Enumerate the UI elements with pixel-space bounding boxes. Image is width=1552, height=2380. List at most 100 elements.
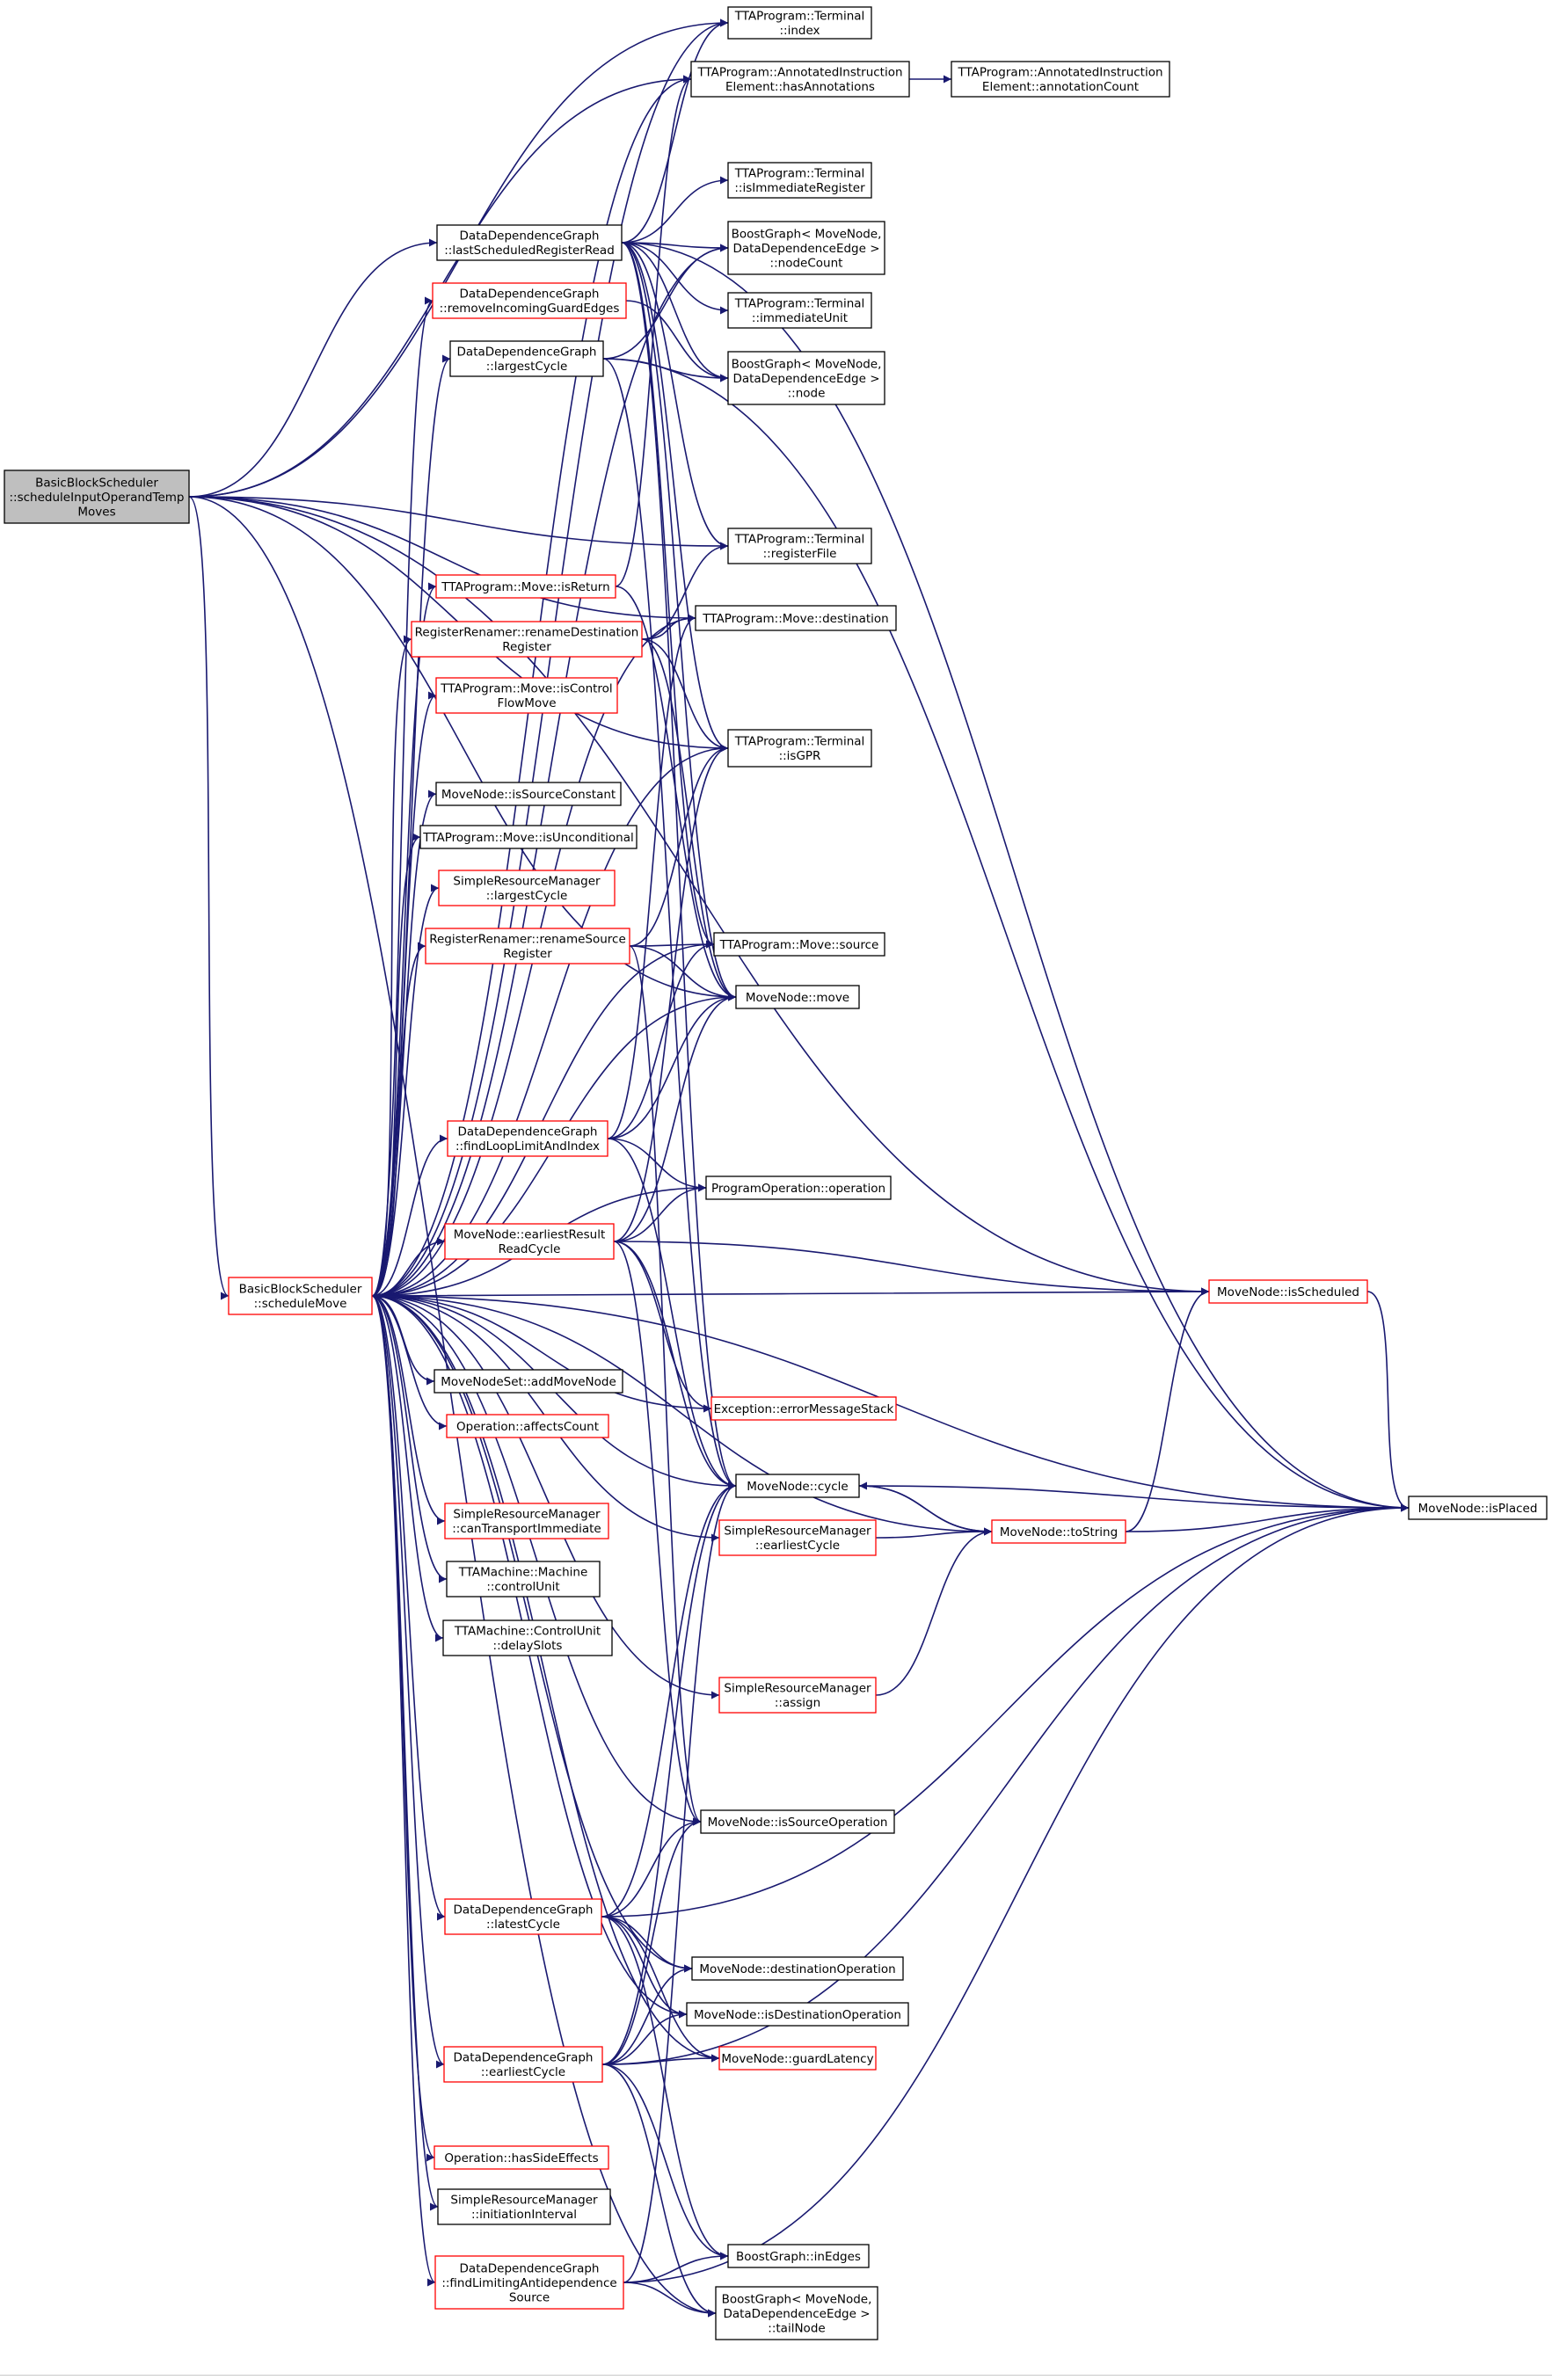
node-box[interactable] xyxy=(718,1677,877,1714)
node-hasAnn[interactable]: TTAProgram::AnnotatedInstructionElement:… xyxy=(690,61,910,98)
node-findLimAnti[interactable]: DataDependenceGraph::findLimitingAntidep… xyxy=(434,2255,624,2310)
node-box[interactable] xyxy=(951,61,1170,98)
node-errStack[interactable]: Exception::errorMessageStack xyxy=(710,1396,897,1421)
node-bgInEdges[interactable]: BoostGraph::inEdges xyxy=(727,2244,870,2268)
node-box[interactable] xyxy=(434,2255,624,2310)
node-bgNodeCount[interactable]: BoostGraph< MoveNode,DataDependenceEdge … xyxy=(727,221,885,275)
node-box[interactable] xyxy=(444,1898,602,1935)
node-box[interactable] xyxy=(434,1369,623,1394)
node-initInterval[interactable]: SimpleResourceManager::initiationInterva… xyxy=(437,2188,611,2225)
node-box[interactable] xyxy=(443,2046,603,2083)
node-tRegFile[interactable]: TTAProgram::Terminal::registerFile xyxy=(727,528,872,564)
node-box[interactable] xyxy=(435,677,618,714)
node-box[interactable] xyxy=(435,574,616,599)
node-controlUnit[interactable]: TTAMachine::Machine::controlUnit xyxy=(446,1561,601,1598)
node-box[interactable] xyxy=(718,2046,877,2071)
node-moveDest[interactable]: TTAProgram::Move::destination xyxy=(695,605,897,631)
node-isSrcOp[interactable]: MoveNode::isSourceOperation xyxy=(700,1809,895,1834)
node-box[interactable] xyxy=(446,1414,609,1438)
node-box[interactable] xyxy=(435,782,622,806)
node-srmAssign[interactable]: SimpleResourceManager::assign xyxy=(718,1677,877,1714)
node-box[interactable] xyxy=(437,2188,611,2225)
node-box[interactable] xyxy=(718,1519,877,1556)
node-canTransport[interactable]: SimpleResourceManager::canTransportImmed… xyxy=(444,1503,609,1539)
node-box[interactable] xyxy=(727,6,872,40)
node-toString[interactable]: MoveNode::toString xyxy=(991,1519,1126,1544)
node-mnCycle[interactable]: MoveNode::cycle xyxy=(735,1474,860,1498)
node-box[interactable] xyxy=(705,1175,892,1200)
node-box[interactable] xyxy=(727,221,885,275)
node-box[interactable] xyxy=(432,282,627,319)
node-findLoop[interactable]: DataDependenceGraph::findLoopLimitAndInd… xyxy=(447,1120,608,1157)
node-box[interactable] xyxy=(425,928,630,964)
node-box[interactable] xyxy=(727,528,872,564)
node-box[interactable] xyxy=(442,1619,613,1656)
node-destOp[interactable]: MoveNode::destinationOperation xyxy=(691,1956,904,1981)
node-box[interactable] xyxy=(735,1474,860,1498)
node-schedMove[interactable]: BasicBlockScheduler::scheduleMove xyxy=(228,1277,373,1315)
node-bgNode[interactable]: BoostGraph< MoveNode,DataDependenceEdge … xyxy=(727,351,885,405)
node-tImmUnit[interactable]: TTAProgram::Terminal::immediateUnit xyxy=(727,292,872,329)
node-box[interactable] xyxy=(1208,1279,1368,1304)
node-box[interactable] xyxy=(228,1277,373,1315)
node-renDest[interactable]: RegisterRenamer::renameDestinationRegist… xyxy=(411,621,643,658)
node-box[interactable] xyxy=(727,2244,870,2268)
node-isSrcConst[interactable]: MoveNode::isSourceConstant xyxy=(435,782,622,806)
node-box[interactable] xyxy=(436,224,623,261)
node-box[interactable] xyxy=(434,2145,609,2170)
node-tIndex[interactable]: TTAProgram::Terminal::index xyxy=(727,6,872,40)
node-box[interactable] xyxy=(4,469,190,524)
node-box[interactable] xyxy=(438,870,616,906)
node-box[interactable] xyxy=(446,1561,601,1598)
node-moveSrc[interactable]: TTAProgram::Move::source xyxy=(713,932,885,957)
node-box[interactable] xyxy=(1408,1496,1548,1520)
node-box[interactable] xyxy=(700,1809,895,1834)
node-annCount[interactable]: TTAProgram::AnnotatedInstructionElement:… xyxy=(951,61,1170,98)
node-srmLargest[interactable]: SimpleResourceManager::largestCycle xyxy=(438,870,616,906)
node-earliestCyc[interactable]: DataDependenceGraph::earliestCycle xyxy=(443,2046,603,2083)
node-affectsCount[interactable]: Operation::affectsCount xyxy=(446,1414,609,1438)
node-tIsGPR[interactable]: TTAProgram::Terminal::isGPR xyxy=(727,729,872,768)
node-hasSideEff[interactable]: Operation::hasSideEffects xyxy=(434,2145,609,2170)
node-box[interactable] xyxy=(735,985,860,1009)
node-isReturn[interactable]: TTAProgram::Move::isReturn xyxy=(435,574,616,599)
node-mnMove[interactable]: MoveNode::move xyxy=(735,985,860,1009)
node-isUncond[interactable]: TTAProgram::Move::isUnconditional xyxy=(419,825,638,849)
node-box[interactable] xyxy=(710,1396,897,1421)
node-box[interactable] xyxy=(727,162,872,199)
node-box[interactable] xyxy=(444,1223,615,1260)
node-delaySlots[interactable]: TTAMachine::ControlUnit::delaySlots xyxy=(442,1619,613,1656)
node-isDestOp[interactable]: MoveNode::isDestinationOperation xyxy=(686,2002,909,2027)
node-box[interactable] xyxy=(695,605,897,631)
node-box[interactable] xyxy=(444,1503,609,1539)
node-srmEarliest[interactable]: SimpleResourceManager::earliestCycle xyxy=(718,1519,877,1556)
node-box[interactable] xyxy=(713,932,885,957)
node-isScheduled[interactable]: MoveNode::isScheduled xyxy=(1208,1279,1368,1304)
node-box[interactable] xyxy=(727,729,872,768)
node-box[interactable] xyxy=(411,621,643,658)
node-box[interactable] xyxy=(447,1120,608,1157)
node-isPlaced[interactable]: MoveNode::isPlaced xyxy=(1408,1496,1548,1520)
node-box[interactable] xyxy=(991,1519,1126,1544)
node-box[interactable] xyxy=(419,825,638,849)
node-bgTailNode[interactable]: BoostGraph< MoveNode,DataDependenceEdge … xyxy=(715,2286,878,2340)
node-box[interactable] xyxy=(690,61,910,98)
node-box[interactable] xyxy=(686,2002,909,2027)
node-box[interactable] xyxy=(715,2286,878,2340)
node-latestCycle[interactable]: DataDependenceGraph::latestCycle xyxy=(444,1898,602,1935)
node-box[interactable] xyxy=(691,1956,904,1981)
node-box[interactable] xyxy=(449,340,604,377)
node-guardLat[interactable]: MoveNode::guardLatency xyxy=(718,2046,877,2071)
node-box[interactable] xyxy=(727,351,885,405)
node-progOp[interactable]: ProgramOperation::operation xyxy=(705,1175,892,1200)
node-box[interactable] xyxy=(727,292,872,329)
node-lastSched[interactable]: DataDependenceGraph::lastScheduledRegist… xyxy=(436,224,623,261)
node-addMoveNode[interactable]: MoveNodeSet::addMoveNode xyxy=(434,1369,623,1394)
node-root[interactable]: BasicBlockScheduler::scheduleInputOperan… xyxy=(4,469,190,524)
node-tIsImmReg[interactable]: TTAProgram::Terminal::isImmediateRegiste… xyxy=(727,162,872,199)
node-remInGuard[interactable]: DataDependenceGraph::removeIncomingGuard… xyxy=(432,282,627,319)
node-largestCycle[interactable]: DataDependenceGraph::largestCycle xyxy=(449,340,604,377)
